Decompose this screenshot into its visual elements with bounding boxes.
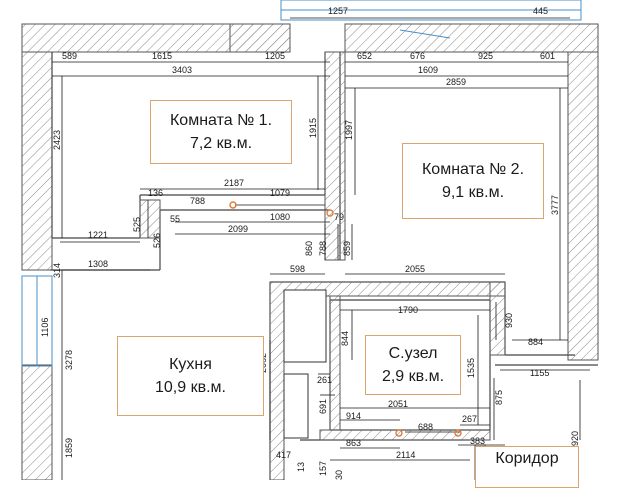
dim-676: 676 bbox=[410, 51, 425, 61]
dim-1790: 1790 bbox=[398, 305, 418, 315]
dim-844: 844 bbox=[340, 331, 350, 346]
dim-788a: 788 bbox=[190, 196, 205, 206]
dim-2187: 2187 bbox=[224, 178, 244, 188]
dim-445: 445 bbox=[533, 6, 548, 16]
dim-2423: 2423 bbox=[52, 130, 62, 150]
dimension-labels: 1257 445 589 1615 1205 3403 652 676 925 … bbox=[40, 6, 580, 480]
interior-hatched-walls bbox=[139, 51, 506, 480]
kitchen-label: Кухня 10,9 кв.м. bbox=[117, 336, 264, 416]
dim-157: 157 bbox=[318, 461, 328, 476]
dim-920: 920 bbox=[570, 431, 580, 446]
room-2-label: Комната № 2. 9,1 кв.м. bbox=[402, 143, 544, 219]
dim-1221: 1221 bbox=[88, 230, 108, 240]
door-markers bbox=[229, 201, 462, 437]
dim-525: 525 bbox=[132, 217, 142, 232]
dimension-lines bbox=[52, 17, 590, 480]
dim-267: 267 bbox=[462, 414, 477, 424]
room-1-label: Комната № 1. 7,2 кв.м. bbox=[150, 100, 292, 164]
dim-79: 79 bbox=[334, 212, 344, 222]
dim-788b: 788 bbox=[318, 241, 328, 256]
dim-1205: 1205 bbox=[265, 51, 285, 61]
bathroom-label: С.узел 2,9 кв.м. bbox=[365, 335, 461, 395]
dim-1308: 1308 bbox=[88, 259, 108, 269]
dim-1106: 1106 bbox=[40, 318, 50, 337]
dim-30: 30 bbox=[334, 470, 344, 480]
dim-1915: 1915 bbox=[308, 118, 318, 138]
kitchen-name: Кухня bbox=[169, 356, 212, 373]
top-window bbox=[280, 0, 582, 39]
bathroom-area: 2,9 кв.м. bbox=[381, 368, 445, 385]
dim-859: 859 bbox=[342, 241, 352, 256]
dim-2099: 2099 bbox=[228, 224, 248, 234]
dim-383: 383 bbox=[470, 436, 485, 446]
dim-1609: 1609 bbox=[418, 65, 438, 75]
room-1-name: Комната № 1. bbox=[169, 112, 273, 129]
dim-1080: 1080 bbox=[270, 212, 290, 222]
corridor-name: Коридор bbox=[495, 450, 559, 467]
kitchen-area: 10,9 кв.м. bbox=[155, 379, 226, 396]
dim-860: 860 bbox=[304, 241, 314, 256]
dim-652: 652 bbox=[357, 51, 372, 61]
dim-1997: 1997 bbox=[344, 120, 354, 140]
dim-2051: 2051 bbox=[388, 399, 408, 409]
dim-688: 688 bbox=[418, 422, 433, 432]
dim-2055: 2055 bbox=[405, 264, 425, 274]
dim-526: 526 bbox=[152, 233, 162, 248]
dim-914: 914 bbox=[346, 411, 361, 421]
room-1-area: 7,2 кв.м. bbox=[189, 135, 253, 152]
dim-2859: 2859 bbox=[446, 77, 466, 87]
dim-136: 136 bbox=[148, 188, 163, 198]
dim-1155: 1155 bbox=[530, 368, 549, 378]
dim-3777: 3777 bbox=[550, 195, 560, 215]
dim-1859: 1859 bbox=[64, 438, 74, 458]
dim-598: 598 bbox=[290, 264, 305, 274]
dim-930: 930 bbox=[504, 313, 514, 328]
dim-314: 314 bbox=[52, 263, 62, 278]
dim-3403: 3403 bbox=[172, 65, 192, 75]
dim-3278: 3278 bbox=[64, 350, 74, 370]
dim-589: 589 bbox=[62, 51, 77, 61]
dim-1535: 1535 bbox=[466, 358, 476, 378]
ventilation-shafts bbox=[283, 289, 327, 439]
left-window bbox=[21, 275, 53, 367]
dim-925: 925 bbox=[478, 51, 493, 61]
dim-55: 55 bbox=[170, 214, 180, 224]
room-2-area: 9,1 кв.м. bbox=[441, 184, 505, 201]
dim-863: 863 bbox=[346, 438, 361, 448]
dim-601: 601 bbox=[540, 51, 555, 61]
dim-691: 691 bbox=[318, 399, 328, 414]
dim-875: 875 bbox=[494, 390, 504, 405]
bathroom-name: С.узел bbox=[388, 345, 438, 362]
dim-884: 884 bbox=[528, 337, 543, 347]
dim-1615: 1615 bbox=[152, 51, 172, 61]
dim-13: 13 bbox=[296, 462, 306, 472]
dim-417: 417 bbox=[276, 450, 291, 460]
corridor-label: Коридор bbox=[475, 446, 579, 488]
room-2-name: Комната № 2. bbox=[421, 161, 525, 178]
dim-1257: 1257 bbox=[328, 6, 348, 16]
dim-1079: 1079 bbox=[270, 188, 290, 198]
dim-2114: 2114 bbox=[396, 450, 415, 460]
dim-261: 261 bbox=[317, 375, 332, 385]
